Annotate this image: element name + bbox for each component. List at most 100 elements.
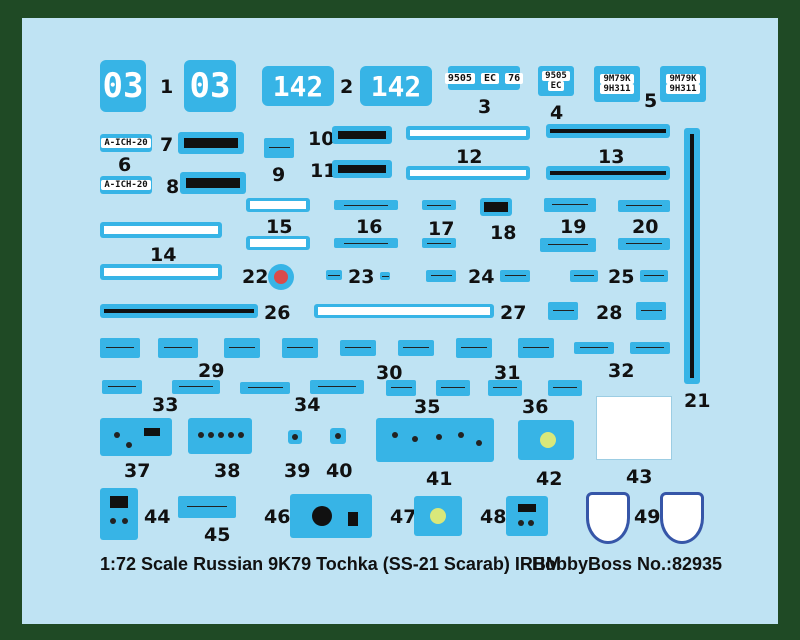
- decal-15a-stripe: [250, 201, 306, 209]
- num-7: 7: [160, 134, 174, 156]
- decal-aich-20-b: A-ICH-20: [100, 176, 152, 194]
- decal-17a: [422, 200, 456, 210]
- num-20: 20: [632, 216, 659, 238]
- num-10: 10: [308, 128, 335, 150]
- code-text: 9M79K: [600, 74, 634, 84]
- decal-30c: [398, 340, 434, 356]
- num-36: 36: [522, 396, 549, 418]
- decal-41-dot: [436, 434, 442, 440]
- num-25: 25: [608, 266, 635, 288]
- decal-36b: [548, 380, 582, 396]
- decal-9: [264, 138, 294, 158]
- num-8: 8: [166, 176, 180, 198]
- decal-14b: [100, 264, 222, 280]
- decal-14a-stripe: [104, 226, 218, 234]
- decal-33a: [102, 380, 142, 394]
- decal-12a: [406, 126, 530, 140]
- decal-41-dot: [412, 436, 418, 442]
- decal-38-dot: [218, 432, 224, 438]
- decal-40-dot: [335, 433, 341, 439]
- decal-47: [414, 496, 462, 536]
- decal-10: [332, 126, 392, 144]
- decal-29a: [100, 338, 140, 358]
- num-12: 12: [456, 146, 483, 168]
- num-15: 15: [266, 216, 293, 238]
- decal-30a: [282, 338, 318, 358]
- decal-41-dot: [392, 432, 398, 438]
- num-9: 9: [272, 164, 286, 186]
- num-42: 42: [536, 468, 563, 490]
- decal-27-stripe: [318, 307, 490, 315]
- num-1: 1: [160, 76, 174, 98]
- code-suffix: EC: [547, 81, 565, 91]
- decal-8: [180, 172, 246, 194]
- decal-8-stripe: [186, 178, 240, 188]
- decal-18-stripe: [484, 202, 508, 212]
- num-38: 38: [214, 460, 241, 482]
- decal-10-stripe: [338, 131, 386, 139]
- num-19: 19: [560, 216, 587, 238]
- num-13: 13: [598, 146, 625, 168]
- decal-39-dot: [292, 434, 298, 440]
- decal-23a: [326, 270, 342, 280]
- decal-20b: [618, 238, 670, 250]
- decal-49-emblem-left: [586, 492, 630, 544]
- code-text: A-ICH-20: [101, 180, 151, 190]
- decal-39: [288, 430, 302, 444]
- decal-22: [268, 264, 294, 290]
- decal-22-dot: [274, 270, 288, 284]
- code-text: 9505: [542, 71, 570, 81]
- decal-41: [376, 418, 494, 462]
- decal-15b: [246, 236, 310, 250]
- code-sub: 9H311: [600, 84, 634, 94]
- decal-12b: [406, 166, 530, 180]
- num-30: 30: [376, 362, 403, 384]
- decal-45: [178, 496, 236, 518]
- num-21: 21: [684, 390, 711, 412]
- decal-9505-ec-76: 9505 EC 76: [444, 66, 524, 90]
- decal-12a-stripe: [410, 130, 526, 136]
- num-6: 6: [118, 154, 132, 176]
- num-40: 40: [326, 460, 353, 482]
- decal-19b: [540, 238, 596, 252]
- decal-24a: [426, 270, 456, 282]
- num-35: 35: [414, 396, 441, 418]
- decal-47-gauge: [430, 508, 446, 524]
- num-24: 24: [468, 266, 495, 288]
- num-46: 46: [264, 506, 291, 528]
- decal-20a: [618, 200, 670, 212]
- decal-23b: [380, 272, 390, 280]
- code-text: A-ICH-20: [101, 138, 151, 148]
- num-18: 18: [490, 222, 517, 244]
- decal-26-stripe: [104, 309, 254, 313]
- num-32: 32: [608, 360, 635, 382]
- num-14: 14: [150, 244, 177, 266]
- num-2: 2: [340, 76, 354, 98]
- decal-142-left: 142: [262, 66, 334, 106]
- decal-42-gauge: [540, 432, 556, 448]
- decal-25b: [640, 270, 668, 282]
- decal-13b: [546, 166, 670, 180]
- num-45: 45: [204, 524, 231, 546]
- decal-14a: [100, 222, 222, 238]
- decal-46-dial: [312, 506, 332, 526]
- decal-44-dot: [122, 518, 128, 524]
- decal-37-dot: [114, 432, 120, 438]
- num-16: 16: [356, 216, 383, 238]
- code-sub: 9H311: [666, 84, 700, 94]
- decal-11: [332, 160, 392, 178]
- decal-38-dot: [208, 432, 214, 438]
- decal-21: [684, 128, 700, 384]
- decal-7-stripe: [184, 138, 238, 148]
- code-suffix: EC: [481, 72, 500, 84]
- decal-15a: [246, 198, 310, 212]
- decal-44-screen: [110, 496, 128, 508]
- num-48: 48: [480, 506, 507, 528]
- num-17: 17: [428, 218, 455, 240]
- num-3: 3: [478, 96, 492, 118]
- decal-19a: [544, 198, 596, 212]
- decal-48: [506, 496, 548, 536]
- decal-31b: [518, 338, 554, 358]
